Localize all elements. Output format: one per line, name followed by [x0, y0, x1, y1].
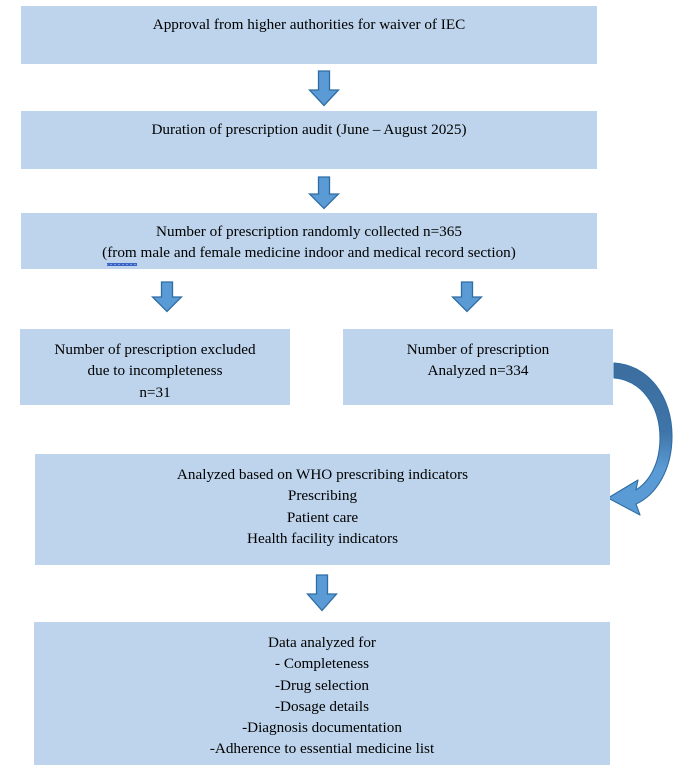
data-analyzed-box: Data analyzed for - Completeness -Drug s… [34, 622, 610, 765]
duration-box-line-1: Duration of prescription audit (June – A… [151, 121, 467, 138]
data-analyzed-box-line-6: -Adherence to essential medicine list [209, 740, 435, 758]
who-indicators-box-line-1: Analyzed based on WHO prescribing indica… [176, 466, 469, 483]
data-analyzed-box-line-4: -Dosage details [274, 697, 370, 715]
who-indicators-box-line-3: Patient care [286, 508, 359, 526]
arrow-collected-to-analyzed [451, 281, 483, 313]
curved-arrow-analyzed-to-who-indicators [596, 358, 686, 523]
excluded-box-line-2: due to incompleteness [87, 362, 223, 380]
excluded-box: Number of prescription excluded due to i… [20, 329, 290, 405]
excluded-box-line-3: n=31 [139, 383, 171, 401]
arrow-duration-to-collected [308, 176, 340, 210]
arrow-approval-to-duration [308, 70, 340, 107]
analyzed-box: Number of prescription Analyzed n=334 [343, 329, 613, 405]
data-analyzed-box-line-3: -Drug selection [274, 676, 370, 694]
data-analyzed-box-line-2: - Completeness [274, 655, 370, 673]
who-indicators-box-line-4: Health facility indicators [247, 529, 398, 547]
excluded-box-line-1: Number of prescription excluded [54, 341, 256, 358]
collected-line2-prefix: ( [102, 244, 108, 262]
analyzed-box-line-2: Analyzed n=334 [427, 362, 529, 380]
arrow-collected-to-excluded [151, 281, 183, 313]
approval-box-line-1: Approval from higher authorities for wai… [152, 16, 466, 33]
who-indicators-box: Analyzed based on WHO prescribing indica… [35, 454, 610, 565]
collected-line2-suffix: male and female medicine indoor and medi… [136, 244, 516, 262]
collected-box: Number of prescription randomly collecte… [21, 213, 597, 269]
collected-box-line-1: Number of prescription randomly collecte… [156, 223, 462, 240]
approval-box: Approval from higher authorities for wai… [21, 6, 597, 64]
spellcheck-underlined-word: from [107, 242, 137, 266]
duration-box: Duration of prescription audit (June – A… [21, 111, 597, 169]
analyzed-box-line-1: Number of prescription [406, 341, 550, 358]
data-analyzed-box-line-1: Data analyzed for [268, 634, 376, 651]
data-analyzed-box-line-5: -Diagnosis documentation [242, 719, 402, 737]
collected-box-line-2: (from male and female medicine indoor an… [102, 242, 516, 266]
who-indicators-box-line-2: Prescribing [287, 487, 358, 505]
arrow-who-indicators-to-data-analyzed [306, 574, 338, 612]
